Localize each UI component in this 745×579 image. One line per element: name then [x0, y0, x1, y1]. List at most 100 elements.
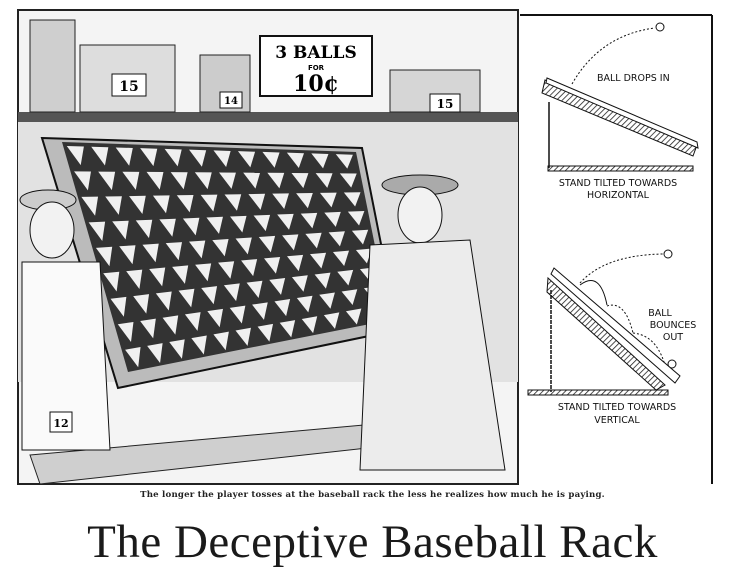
rack-pocket	[182, 217, 200, 236]
rack-pocket	[311, 153, 329, 169]
rack-pocket	[164, 148, 182, 167]
rack-pocket	[335, 154, 353, 169]
rack-pocket	[241, 259, 258, 277]
rack-pocket	[125, 347, 141, 368]
rack-pocket	[112, 220, 129, 240]
rack-pocket	[296, 295, 313, 313]
rack-pocket	[258, 235, 276, 253]
rack-pocket	[230, 215, 247, 233]
price-sign: 3 BALLS FOR 10¢	[259, 35, 373, 97]
rack-pocket	[74, 171, 91, 191]
rack-pocket	[212, 238, 229, 257]
rack-pocket	[264, 256, 281, 274]
caption: The longer the player tosses at the base…	[140, 490, 605, 500]
rack-pocket	[110, 296, 127, 317]
rack-pocket	[140, 148, 158, 167]
baseball-icon	[655, 22, 665, 32]
rack-pocket	[103, 271, 120, 292]
rack-pocket	[279, 320, 296, 338]
diagram-vertical: BALL BOUNCES OUT STAND TILTED TOWARDS VE…	[527, 249, 697, 426]
diagram-panel	[520, 14, 713, 484]
rack-pocket	[274, 299, 291, 317]
rack-pocket	[305, 232, 322, 249]
rack-pocket	[328, 231, 345, 247]
rack-pocket	[332, 250, 350, 266]
rack-pocket	[81, 196, 99, 216]
rack-pocket	[184, 312, 201, 331]
rack-pocket	[178, 288, 195, 308]
rack-pocket	[206, 216, 223, 234]
rack-pocket	[287, 254, 304, 272]
rack-pocket	[243, 172, 261, 189]
sign-line-3: 10¢	[293, 71, 339, 97]
rack-pockets	[66, 145, 384, 368]
prize-tags: 15 14 15 12	[49, 73, 461, 433]
rack-pocket	[140, 318, 156, 339]
rack-pocket	[152, 195, 170, 214]
booth-scene: 3 BALLS FOR 10¢ 15 14 15	[17, 9, 519, 485]
rack-pocket	[170, 172, 188, 190]
operator-figure	[359, 174, 506, 471]
rack-pocket	[207, 308, 223, 328]
note-out: OUT	[663, 332, 683, 343]
rack-pocket	[253, 214, 271, 232]
diagram-horizontal: BALL DROPS IN STAND TILTED TOWARDS HORIZ…	[541, 22, 699, 201]
rack-pocket	[224, 194, 242, 211]
rack-pocket	[135, 219, 153, 239]
rack-pocket	[129, 195, 146, 215]
rack-pocket	[257, 323, 274, 342]
rack-pocket	[88, 221, 106, 241]
rack-pocket	[339, 173, 357, 188]
rack-pocket	[91, 146, 109, 166]
rack-pocket	[235, 327, 251, 346]
rack-pocket	[262, 151, 280, 168]
sign-line-1: 3 BALLS	[275, 43, 357, 63]
rack-pocket	[122, 171, 140, 190]
rack-pocket	[267, 172, 285, 189]
rack-pocket	[133, 294, 150, 314]
tag: 15	[119, 79, 138, 95]
note-ball: BALL	[648, 308, 672, 319]
rack-pocket	[269, 277, 286, 295]
rack-pocket	[272, 193, 289, 210]
label-stand-bottom-2: VERTICAL	[594, 415, 640, 426]
rack-pocket	[219, 172, 236, 189]
sign-line-2: FOR	[308, 64, 325, 72]
page-title: The Deceptive Baseball Rack	[87, 516, 658, 568]
rack-pocket	[176, 194, 194, 213]
tag: 15	[437, 97, 454, 111]
rack-pocket	[95, 246, 113, 267]
rack-pocket	[314, 272, 331, 289]
rack-pocket	[248, 193, 266, 210]
rack-pocket	[200, 194, 218, 212]
rack-pocket	[355, 248, 373, 264]
rack-pocket	[235, 237, 252, 255]
rack-pocket	[189, 240, 206, 259]
rack-pocket	[229, 305, 246, 324]
note-bounces: BOUNCES	[650, 320, 697, 331]
rack-pocket	[246, 280, 263, 299]
rack-pocket	[201, 286, 218, 305]
rack-pocket	[277, 213, 294, 230]
rack-pocket	[162, 315, 179, 335]
rack-pocket	[218, 261, 235, 279]
baseball-icon	[663, 249, 673, 259]
rack-pocket	[117, 321, 134, 343]
label-stand-top: STAND TILTED TOWARDS	[559, 178, 677, 189]
rack-pocket	[347, 210, 365, 226]
rack-pocket	[291, 172, 309, 189]
rack-pocket	[169, 339, 185, 359]
rack-pocket	[291, 275, 308, 292]
label-stand-top-2: HORIZONTAL	[587, 190, 650, 201]
rack-pocket	[315, 173, 333, 188]
rack-pocket	[191, 335, 207, 355]
rack-pocket	[337, 269, 354, 286]
rack-pocket	[66, 145, 84, 166]
rack-pocket	[324, 211, 341, 227]
rack-pocket	[345, 308, 362, 325]
player-figure	[19, 189, 111, 451]
rack-pocket	[300, 212, 318, 229]
rack-pocket	[189, 149, 207, 167]
rack-pocket	[282, 234, 299, 251]
